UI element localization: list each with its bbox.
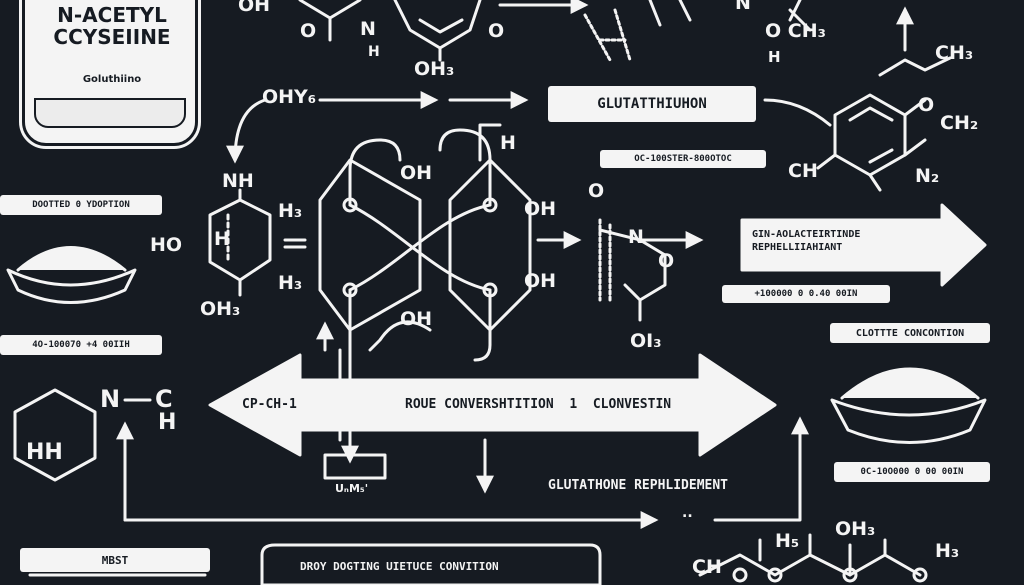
atom-o-right1: O [588,180,605,202]
box-mid-right: +100000 0 0.40 00IN [722,285,890,303]
bowl-right-inner [840,367,980,400]
center-hook-right [438,128,492,207]
atom-ohy: OHY₆ [262,86,317,108]
atom-h-hook: H [500,132,516,154]
bottle-title: N-ACETYL CCYSEIINE [53,3,171,49]
atom-oi3-right: OI₃ [630,330,662,352]
center-tail-bottom [368,320,432,352]
bottom-chain-sub [758,533,887,577]
atom-ch-bottom: CH [692,556,722,578]
right-frag-ring [623,238,667,302]
top-bond-right [648,0,692,27]
top-bond-1 [298,0,362,20]
curve-to-nh [226,98,267,164]
atom-oh3-top: OH₃ [414,58,455,80]
atom-h5-bottom: H₅ [775,530,800,552]
right-frag [598,228,704,249]
bottom-line-2 [713,416,809,522]
top-dashed-frag [583,8,632,62]
arrow-left-text: CP-CH-1 [242,397,297,412]
atom-ho-left: HO [150,234,183,256]
atom-o-right2: O [658,250,675,272]
center-bottom-right [473,288,492,362]
atom-ch-right: CH [788,160,818,182]
atom-oh-ring-top: OH [400,162,433,184]
top-ring-left-inner [418,18,464,34]
bottom-box-label: DROY DOGTING UIETUCE CONVITION [300,560,499,573]
box-right-low: 0C-10O000 0 00 00IN [834,462,990,482]
atom-o-right3: O [918,94,935,116]
atom-h-left2: H [158,410,177,435]
left-dbl [283,238,307,249]
replenishment-label: GIN-AOLACTEIRTINDE REPHELLIIAHIANT [752,229,861,253]
box-concentration: CLOTTTE CONCONTION [830,323,990,343]
atom-n-left: N [100,385,121,413]
box-mbst: MBST [20,548,210,572]
top-right-chain [878,56,952,77]
center-hook-top [478,123,502,162]
bottle-subtitle: Goluthiino [82,74,142,85]
right-benzene-inner [848,106,894,164]
atom-h-top-right: H [768,48,781,66]
atom-ch2-right: CH₂ [940,112,979,134]
atom-nh: NH [222,170,254,192]
center-hook-left [348,138,402,207]
repl-arrow [740,203,987,287]
atom-n-top: N [360,18,376,40]
bowl-left [6,268,137,304]
bottom-chain [698,553,922,577]
hex-outline [13,388,97,482]
right-frag-dash [598,218,612,302]
box-small-top: OC-100STER-800OTOC [600,150,766,168]
bottle-band [34,98,186,128]
atom-n-right: N [628,226,644,248]
top-ring-left [393,0,482,50]
atom-n-top-right: N [735,0,751,14]
atom-o-top1: O [300,20,317,42]
box-glutathione: GLUTATTHIUHON [548,86,756,122]
arrow-right-text: ROUE CONVERSHTITION 1 CLONVESTIN [405,397,672,412]
glutathione-replenishment-label: GLUTATHONE REPHLIDEMENT [548,478,729,493]
atom-oh3-bottom2: OH₃ [835,518,876,540]
center-cross-1 [348,203,492,292]
bowl-left-inner [16,246,127,272]
center-cross-2 [348,203,492,292]
dots-label: .. [682,505,693,521]
box-dosing: DOOTTED 0 YDOPTION [0,195,162,215]
hex-label: HH [26,440,63,465]
bottom-box-border [260,543,602,585]
center-ring-left [318,158,422,332]
atom-h3-bottom: H₃ [935,540,960,562]
atom-oh-ring-right2: OH [524,270,557,292]
atom-oh3-bottom: OH₃ [200,298,241,320]
atom-oh-top-left: OH [238,0,271,16]
atom-c-left: C [155,385,173,413]
atom-h-top: H [368,44,380,60]
big-arrow [208,353,777,457]
box-left-mid: 4O-100070 +4 00IIH [0,335,162,355]
atom-o-top2: O [488,20,505,42]
atom-h3-ring2: H₃ [278,272,303,294]
atom-oh-bottom: OH [400,308,433,330]
atom-o-ch3: O CH₃ [765,20,826,42]
atom-h-left: H [214,228,230,250]
atom-ch3-right: CH₃ [935,42,974,64]
atom-h3-ring: H₃ [278,200,303,222]
top-right-bond [788,0,812,32]
atom-n2-right: N₂ [915,165,940,187]
bowl-right [830,398,987,444]
atom-oh-ring-right: OH [524,198,557,220]
right-benzene-sub [816,98,927,192]
line-to-right-ring [763,98,832,127]
um-label: UₙM₅' [335,482,369,495]
center-box [323,453,387,480]
